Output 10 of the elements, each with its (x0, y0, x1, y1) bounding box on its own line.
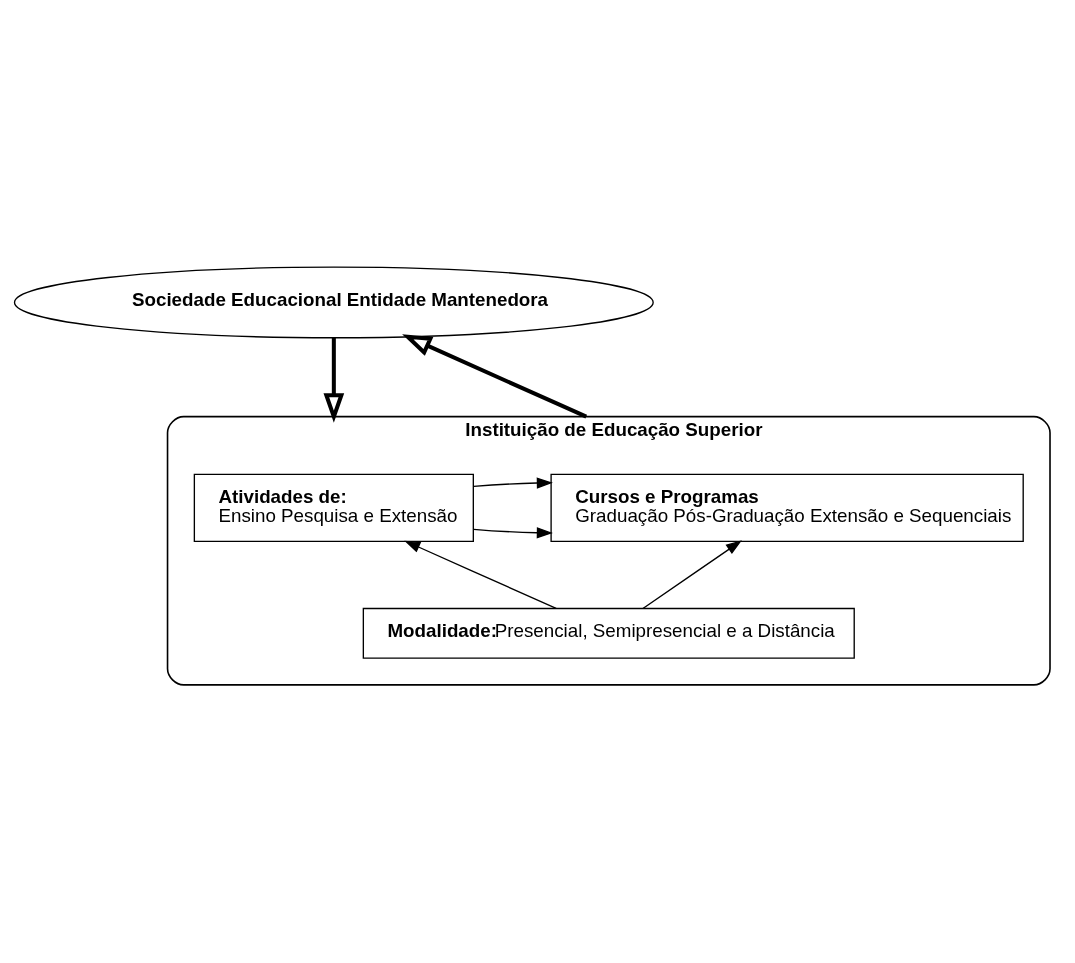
node-box: Cursos e Programas Graduação Pós-Graduação Extensão e Sequenciais (550, 473, 1024, 543)
arrow (402, 334, 588, 419)
node-box: Modalidade:Presencial, Semipresencial e a Distância (362, 607, 855, 659)
arrow (473, 527, 553, 539)
arrow (323, 337, 345, 423)
arrow (473, 477, 553, 489)
node-ellipse: Sociedade Educacional Entidade Mantenedora (13, 266, 654, 339)
node-box: Atividades de: Ensino Pesquisa e Extensão (193, 473, 474, 543)
arrow (642, 540, 742, 610)
arrow (404, 540, 557, 610)
